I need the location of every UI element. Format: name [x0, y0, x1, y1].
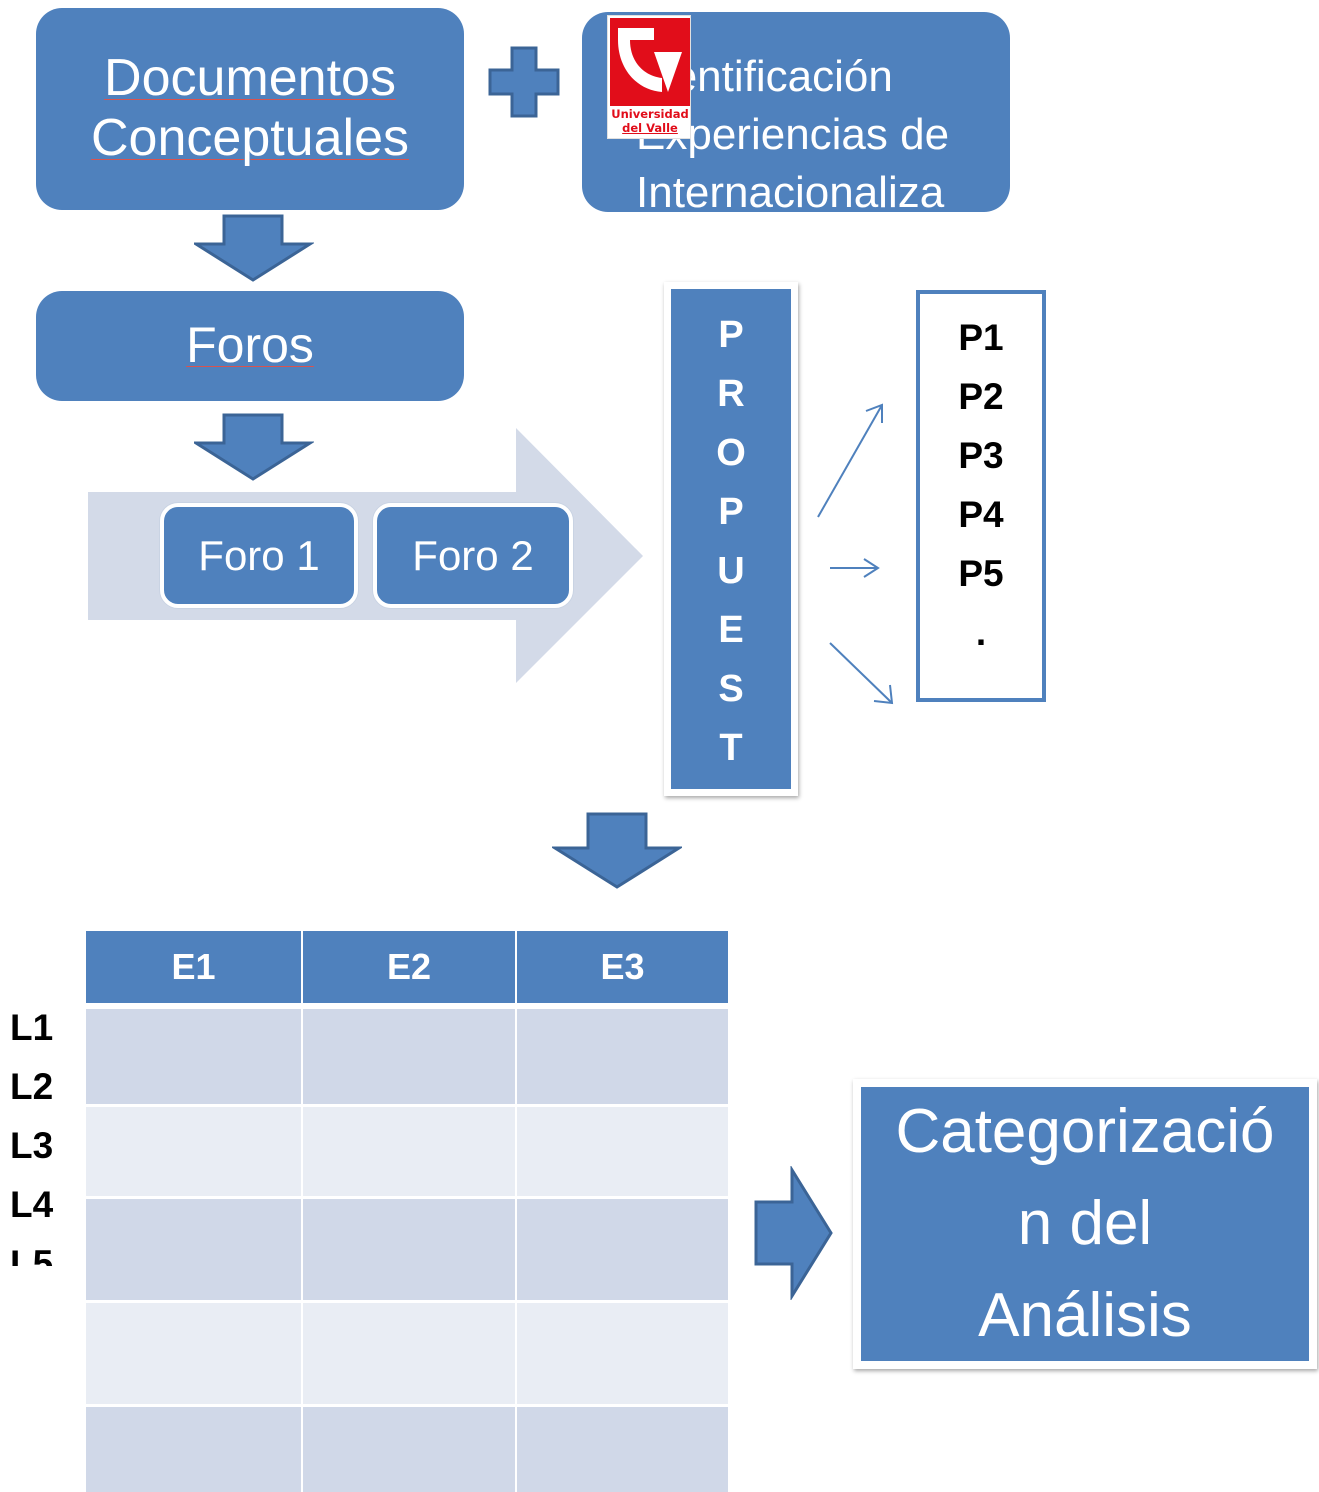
universidad-del-valle-logo: Universidad del Valle [607, 15, 691, 139]
table-cell [303, 1407, 515, 1492]
foro-2-box: Foro 2 [373, 503, 573, 608]
foros-box-label: Foros [186, 317, 314, 374]
down-arrow-3 [552, 812, 682, 889]
proposal-item: P5 [958, 553, 1004, 594]
row-label: L2 [10, 1066, 54, 1107]
doc-box-line-2: Conceptuales [91, 109, 409, 167]
table-cell [517, 1107, 728, 1196]
table-cell [303, 1107, 515, 1196]
propuesta-vertical-box: P R O P U E S T [664, 282, 798, 796]
table-cell [517, 1199, 728, 1300]
table-cell [517, 1009, 728, 1104]
table-header-e3: E3 [517, 931, 728, 1003]
ident-box-line-3: Internacionaliza [636, 168, 945, 212]
proposal-item: P2 [958, 376, 1004, 417]
propuesta-letter: U [717, 550, 745, 592]
table-cell [86, 1199, 301, 1300]
table-cell [303, 1199, 515, 1300]
table-header-e1: E1 [86, 931, 301, 1003]
table-cell [517, 1303, 728, 1404]
row-label: L5 [10, 1243, 54, 1267]
logo-emblem-icon [610, 18, 690, 106]
proposal-item: P3 [958, 435, 1004, 476]
connector-arrow-down [829, 642, 893, 704]
categorizacion-line-3: Análisis [978, 1281, 1192, 1350]
proposals-list-box: P1 P2 P3 P4 P5 . [916, 290, 1046, 702]
row-label: L1 [10, 1007, 54, 1048]
row-labels: L1 L2 L3 L4 L5 [10, 1004, 70, 1267]
table-cell [303, 1303, 515, 1404]
logo-text-line-1: Universidad [611, 107, 689, 121]
propuesta-inner: P R O P U E S T [671, 289, 791, 789]
process-chevron-arrow [88, 428, 643, 683]
table-cell [303, 1009, 515, 1104]
propuesta-letter: R [717, 373, 745, 415]
right-arrow [754, 1166, 833, 1300]
propuesta-letter: P [718, 491, 744, 533]
row-label: L4 [10, 1184, 54, 1225]
proposal-item: . [975, 612, 987, 653]
row-label: L3 [10, 1125, 54, 1166]
propuesta-letter: T [719, 727, 743, 769]
propuesta-letter: E [718, 609, 744, 651]
connector-arrows [817, 403, 894, 705]
table-cell [86, 1303, 301, 1404]
evaluation-table: E1 E2 E3 [86, 931, 728, 1492]
categorizacion-inner: Categorizació n del Análisis [861, 1087, 1309, 1361]
proposal-item: P1 [958, 317, 1004, 358]
logo-text-line-2: del Valle [622, 121, 678, 135]
documentos-conceptuales-box: Documentos Conceptuales [36, 8, 464, 210]
categorizacion-line-2: n del [1017, 1189, 1153, 1258]
foro-1-box: Foro 1 [160, 503, 358, 608]
propuesta-letter: O [716, 432, 746, 474]
doc-box-line-1: Documentos [104, 49, 396, 108]
table-header-e2: E2 [303, 931, 515, 1003]
propuesta-letter: S [718, 668, 744, 710]
table-cell [86, 1407, 301, 1492]
down-arrow-1 [194, 214, 314, 282]
foros-box: Foros [36, 291, 464, 401]
plus-icon [488, 46, 560, 118]
table-cell [517, 1407, 728, 1492]
table-cell [86, 1107, 301, 1196]
connector-arrow-up [817, 404, 883, 518]
categorizacion-line-1: Categorizació [895, 1097, 1275, 1166]
propuesta-letter: P [718, 314, 744, 356]
table-cell [86, 1009, 301, 1104]
down-arrow-2 [194, 413, 314, 481]
categorizacion-analisis-box: Categorizació n del Análisis [853, 1079, 1317, 1369]
proposal-item: P4 [958, 494, 1004, 535]
